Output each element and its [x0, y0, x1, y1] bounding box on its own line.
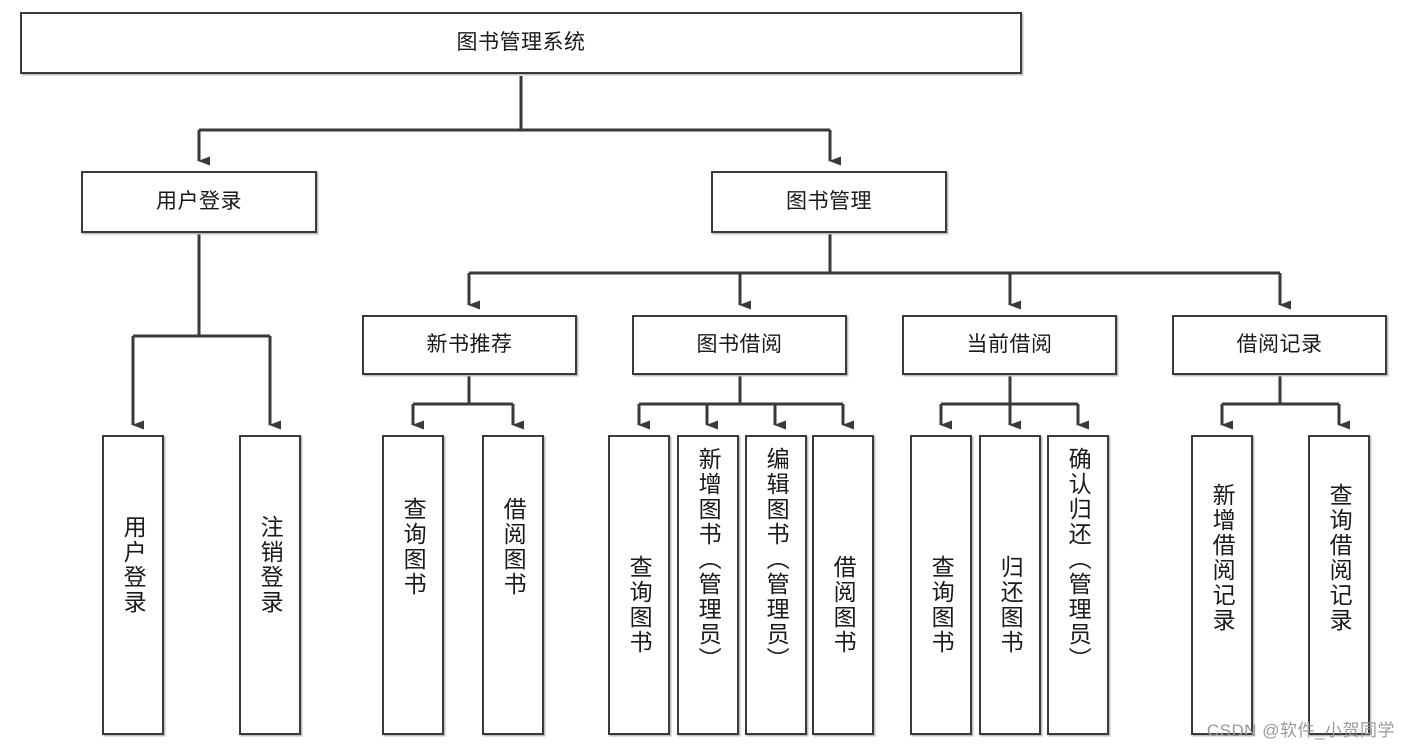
- node-book-management[interactable]: 图书管理: [711, 171, 947, 233]
- node-label: 查询图书: [400, 497, 427, 597]
- leaf-query-borrow-record[interactable]: 查询借阅记录: [1308, 435, 1370, 735]
- leaf-add-book-admin[interactable]: 新增图书（管理员）: [677, 435, 739, 735]
- leaf-confirm-return-admin[interactable]: 确认归还（管理员）: [1047, 435, 1109, 735]
- node-label: 归还图书: [997, 555, 1024, 655]
- node-label: 借阅图书: [830, 555, 857, 655]
- node-root-book-management-system[interactable]: 图书管理系统: [20, 12, 1022, 74]
- node-label: 查询借阅记录: [1326, 483, 1353, 633]
- node-label: 用户登录: [156, 189, 242, 213]
- node-borrow-record[interactable]: 借阅记录: [1172, 315, 1387, 375]
- node-label: 查询图书: [928, 555, 955, 655]
- leaf-add-borrow-record[interactable]: 新增借阅记录: [1191, 435, 1253, 735]
- node-label: 新增借阅记录: [1209, 483, 1236, 633]
- leaf-query-book-borrow[interactable]: 查询图书: [608, 435, 670, 735]
- node-label: 注销登录: [257, 515, 284, 615]
- leaf-user-login[interactable]: 用户登录: [102, 435, 164, 735]
- node-label: 用户登录: [120, 515, 147, 615]
- node-label: 图书管理: [786, 189, 872, 213]
- leaf-logout-login[interactable]: 注销登录: [239, 435, 301, 735]
- node-label: 图书管理系统: [456, 30, 586, 54]
- leaf-query-book-current[interactable]: 查询图书: [910, 435, 972, 735]
- node-label: 借阅图书: [500, 497, 527, 597]
- node-current-borrow[interactable]: 当前借阅: [902, 315, 1117, 375]
- node-user-login[interactable]: 用户登录: [81, 171, 317, 233]
- leaf-edit-book-admin[interactable]: 编辑图书（管理员）: [745, 435, 807, 735]
- node-label: 借阅记录: [1236, 332, 1323, 356]
- node-label: 图书借阅: [696, 332, 783, 356]
- leaf-return-book[interactable]: 归还图书: [979, 435, 1041, 735]
- csdn-watermark: CSDN @软件_小贺同学: [1206, 721, 1395, 740]
- node-label: 编辑图书（管理员）: [763, 447, 790, 672]
- node-label: 查询图书: [626, 555, 653, 655]
- node-label: 新增图书（管理员）: [695, 447, 722, 672]
- node-book-borrow[interactable]: 图书借阅: [632, 315, 847, 375]
- leaf-query-book-newbook[interactable]: 查询图书: [382, 435, 444, 735]
- node-new-book-recommend[interactable]: 新书推荐: [362, 315, 577, 375]
- node-label: 当前借阅: [966, 332, 1053, 356]
- node-label: 确认归还（管理员）: [1065, 447, 1092, 672]
- node-label: 新书推荐: [426, 332, 513, 356]
- leaf-borrow-book-borrow[interactable]: 借阅图书: [812, 435, 874, 735]
- leaf-borrow-book-newbook[interactable]: 借阅图书: [482, 435, 544, 735]
